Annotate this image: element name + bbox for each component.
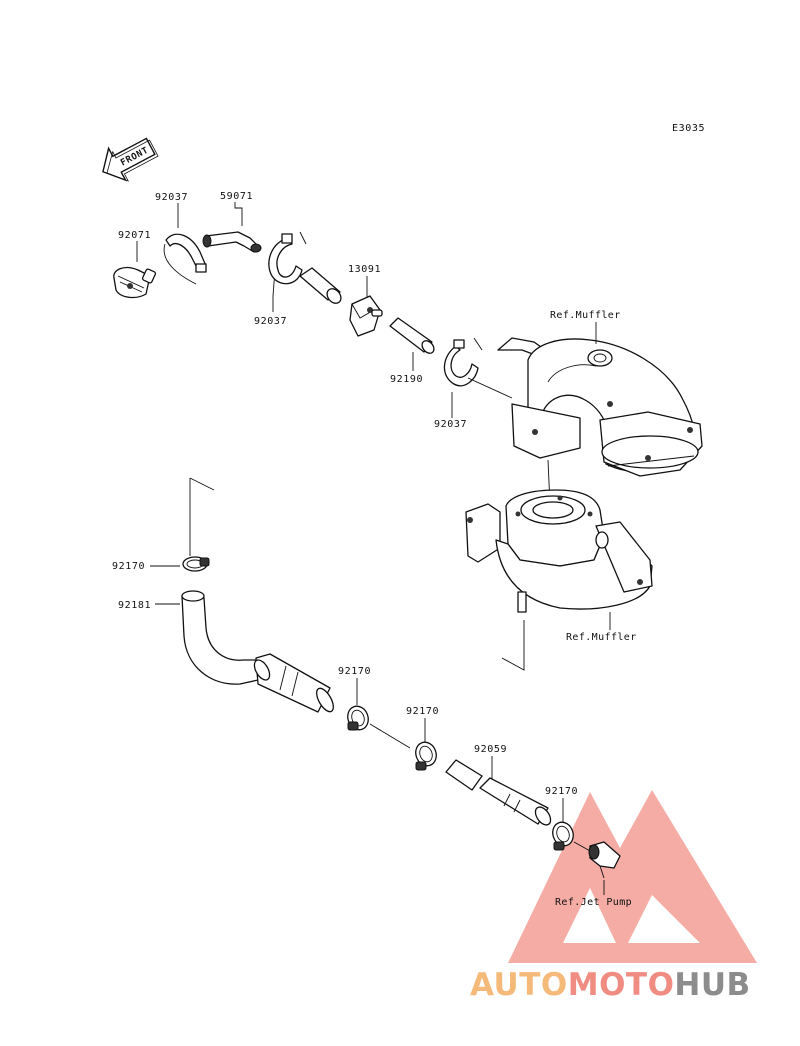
part-number-92181: 92181	[118, 600, 151, 611]
muffler-upper	[497, 337, 703, 477]
watermark-word-auto: AUTO	[470, 967, 568, 1003]
assembly-line-1	[369, 723, 411, 749]
watermark-triangle-inner	[563, 888, 616, 943]
clamp-band-left	[163, 233, 207, 285]
part-number-92170-c: 92170	[406, 706, 439, 717]
part-number-92170-b: 92170	[338, 666, 371, 677]
hose-92181	[181, 590, 334, 713]
leader-p2	[234, 202, 243, 226]
drain-plug	[113, 266, 157, 299]
ref-jet-pump: Ref.Jet Pump	[555, 897, 632, 908]
muffler-lower	[465, 489, 653, 613]
hose-59071	[202, 231, 262, 253]
clamp-band-middle	[268, 231, 307, 285]
part-number-92190: 92190	[390, 374, 423, 385]
hose-short-upper	[299, 267, 342, 304]
jet-pump-fitting	[588, 841, 621, 879]
clamp-band-right	[443, 337, 513, 399]
part-number-13091: 13091	[348, 264, 381, 275]
svg-text:AUTOMOTOHUB: AUTOMOTOHUB	[470, 967, 751, 1003]
watermark-word-hub: HUB	[674, 967, 750, 1003]
ref-muffler-top: Ref.Muffler	[550, 310, 621, 321]
front-arrow-icon: FRONT	[102, 137, 159, 182]
hose-92059	[445, 759, 552, 826]
part-number-92037-middle: 92037	[254, 316, 287, 327]
fitting-13091	[349, 295, 383, 337]
part-number-59071: 59071	[220, 191, 253, 202]
part-number-92071: 92071	[118, 230, 151, 241]
hose-clamp-1	[182, 556, 210, 572]
watermark-text: AUTOMOTOHUB	[470, 967, 751, 1003]
bracket-left	[189, 477, 215, 491]
hose-clamp-2	[347, 705, 369, 731]
part-number-92170-d: 92170	[545, 786, 578, 797]
part-number-92059: 92059	[474, 744, 507, 755]
diagram-code: E3035	[672, 123, 705, 134]
hose-clamp-4	[552, 821, 574, 851]
watermark-triangle-inner-2	[628, 895, 700, 943]
hose-92190	[389, 317, 435, 354]
hose-clamp-3	[415, 741, 437, 771]
part-number-92037-right: 92037	[434, 419, 467, 430]
part-number-92170-a: 92170	[112, 561, 145, 572]
part-number-92037-left: 92037	[155, 192, 188, 203]
ref-muffler-bottom: Ref.Muffler	[566, 632, 637, 643]
watermark-word-moto: MOTO	[568, 967, 675, 1003]
bracket-right	[501, 620, 525, 671]
